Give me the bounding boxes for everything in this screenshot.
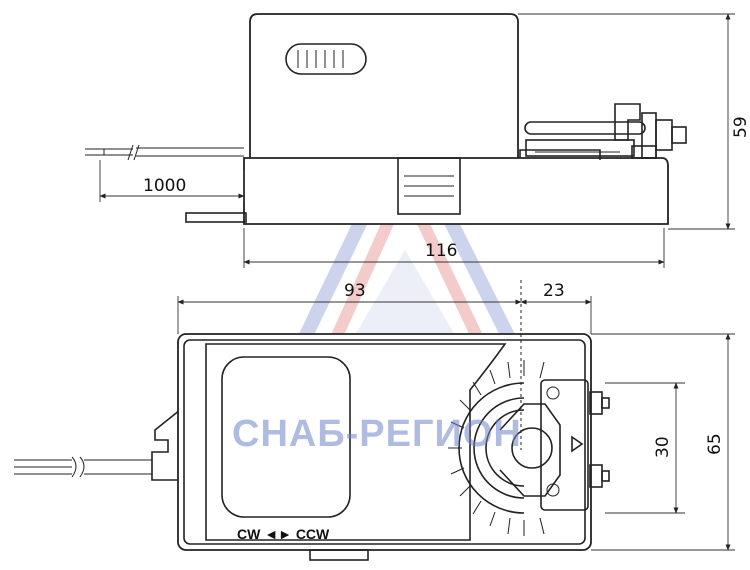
dim-width-side-text: 116	[425, 241, 457, 261]
top-switch-ribs	[297, 50, 344, 68]
dim-top-left-span: 93	[177, 281, 522, 305]
watermark-text: СНАБ-РЕГИОН	[232, 413, 522, 455]
dim-height-side: 59	[725, 13, 750, 230]
dim-top-right-span: 23	[520, 281, 592, 305]
direction-label: CW ◄► CCW	[237, 526, 330, 542]
shaft-clamp	[499, 379, 610, 511]
arrow-indicator-icon	[571, 435, 584, 453]
side-view	[85, 13, 735, 268]
top-body-outer	[177, 333, 592, 551]
dim-cable-length: 1000	[99, 176, 245, 199]
top-cable	[14, 456, 152, 478]
dim-width-side: 116	[243, 241, 665, 265]
mount-bracket	[185, 212, 247, 223]
upper-housing	[249, 13, 519, 161]
rotation-scale	[448, 360, 545, 536]
shaft-circle	[511, 427, 553, 469]
dim-shaft-spacing: 30	[653, 382, 679, 514]
top-window	[221, 356, 351, 518]
top-side-tab	[151, 409, 181, 481]
dim-body-height-top: 65	[705, 333, 731, 551]
watermark-inner-shape	[355, 250, 455, 335]
dim-height-side-text: 59	[731, 116, 750, 138]
side-clamp	[519, 103, 687, 160]
bottom-connector	[309, 549, 369, 561]
dim-body-height-top-text: 65	[705, 433, 725, 455]
base-plate	[243, 157, 669, 225]
side-cable	[85, 144, 244, 161]
scale-ticks	[448, 360, 545, 536]
top-body-inner	[183, 339, 586, 545]
top-left-panel	[205, 343, 507, 541]
top-view	[14, 280, 735, 561]
top-switch	[285, 43, 367, 75]
front-indicator	[397, 157, 461, 215]
dim-shaft-spacing-text: 30	[653, 436, 673, 458]
dim-top-right-span-text: 23	[543, 281, 565, 301]
dim-cable-length-text: 1000	[143, 176, 186, 196]
clamp-block	[540, 379, 589, 511]
dim-top-left-span-text: 93	[344, 281, 366, 301]
